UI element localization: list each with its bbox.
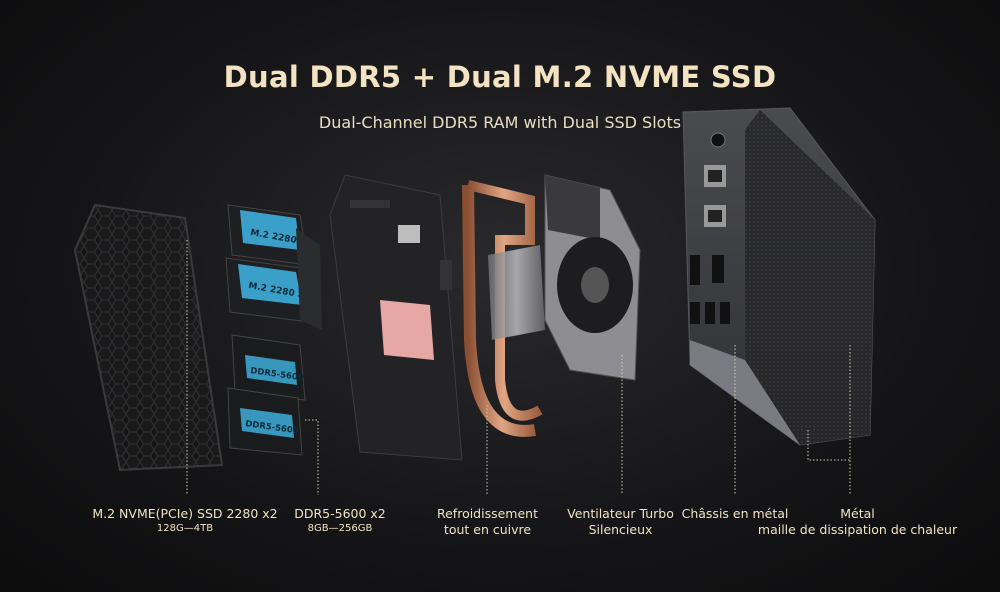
label-fan-main: Ventilateur Turbo <box>567 506 674 521</box>
headline: Dual DDR5 + Dual M.2 NVME SSD <box>223 60 777 94</box>
label-copper-main: Refroidissement <box>436 506 538 521</box>
label-ram-sub: 8GB—256GB <box>307 523 373 534</box>
ram-modules: DDR5-5600 DDR5-5600 <box>227 334 306 456</box>
turbo-fan <box>544 174 641 381</box>
label-ram-main: DDR5-5600 x2 <box>294 506 386 521</box>
motherboard <box>329 174 463 461</box>
label-copper: Refroidissement tout en cuivre <box>425 506 550 538</box>
copper-heatpipe <box>462 180 545 437</box>
label-mesh: Métal maille de dissipation de chaleur <box>755 506 960 538</box>
label-copper-sub: tout en cuivre <box>443 522 532 537</box>
label-ssd-main: M.2 NVME(PCIe) SSD 2280 x2 <box>92 506 278 521</box>
label-ssd-sub: 128G—4TB <box>156 523 214 534</box>
label-chassis: Châssis en métal <box>680 506 790 522</box>
ssd-modules: M.2 2280 SSD M.2 2280 SSD <box>225 204 322 330</box>
label-fan-sub: Silencieux <box>588 522 653 537</box>
label-chassis-main: Châssis en métal <box>681 506 789 521</box>
leader-lines <box>186 240 851 495</box>
label-fan: Ventilateur Turbo Silencieux <box>558 506 683 538</box>
label-mesh-main: Métal <box>840 506 875 521</box>
metal-chassis <box>682 107 876 446</box>
label-ssd: M.2 NVME(PCIe) SSD 2280 x2 128G—4TB <box>50 506 320 535</box>
label-ram: DDR5-5600 x2 8GB—256GB <box>270 506 410 535</box>
subheadline: Dual-Channel DDR5 RAM with Dual SSD Slot… <box>318 113 682 132</box>
label-mesh-sub: maille de dissipation de chaleur <box>757 522 958 537</box>
bottom-cover <box>73 203 224 472</box>
